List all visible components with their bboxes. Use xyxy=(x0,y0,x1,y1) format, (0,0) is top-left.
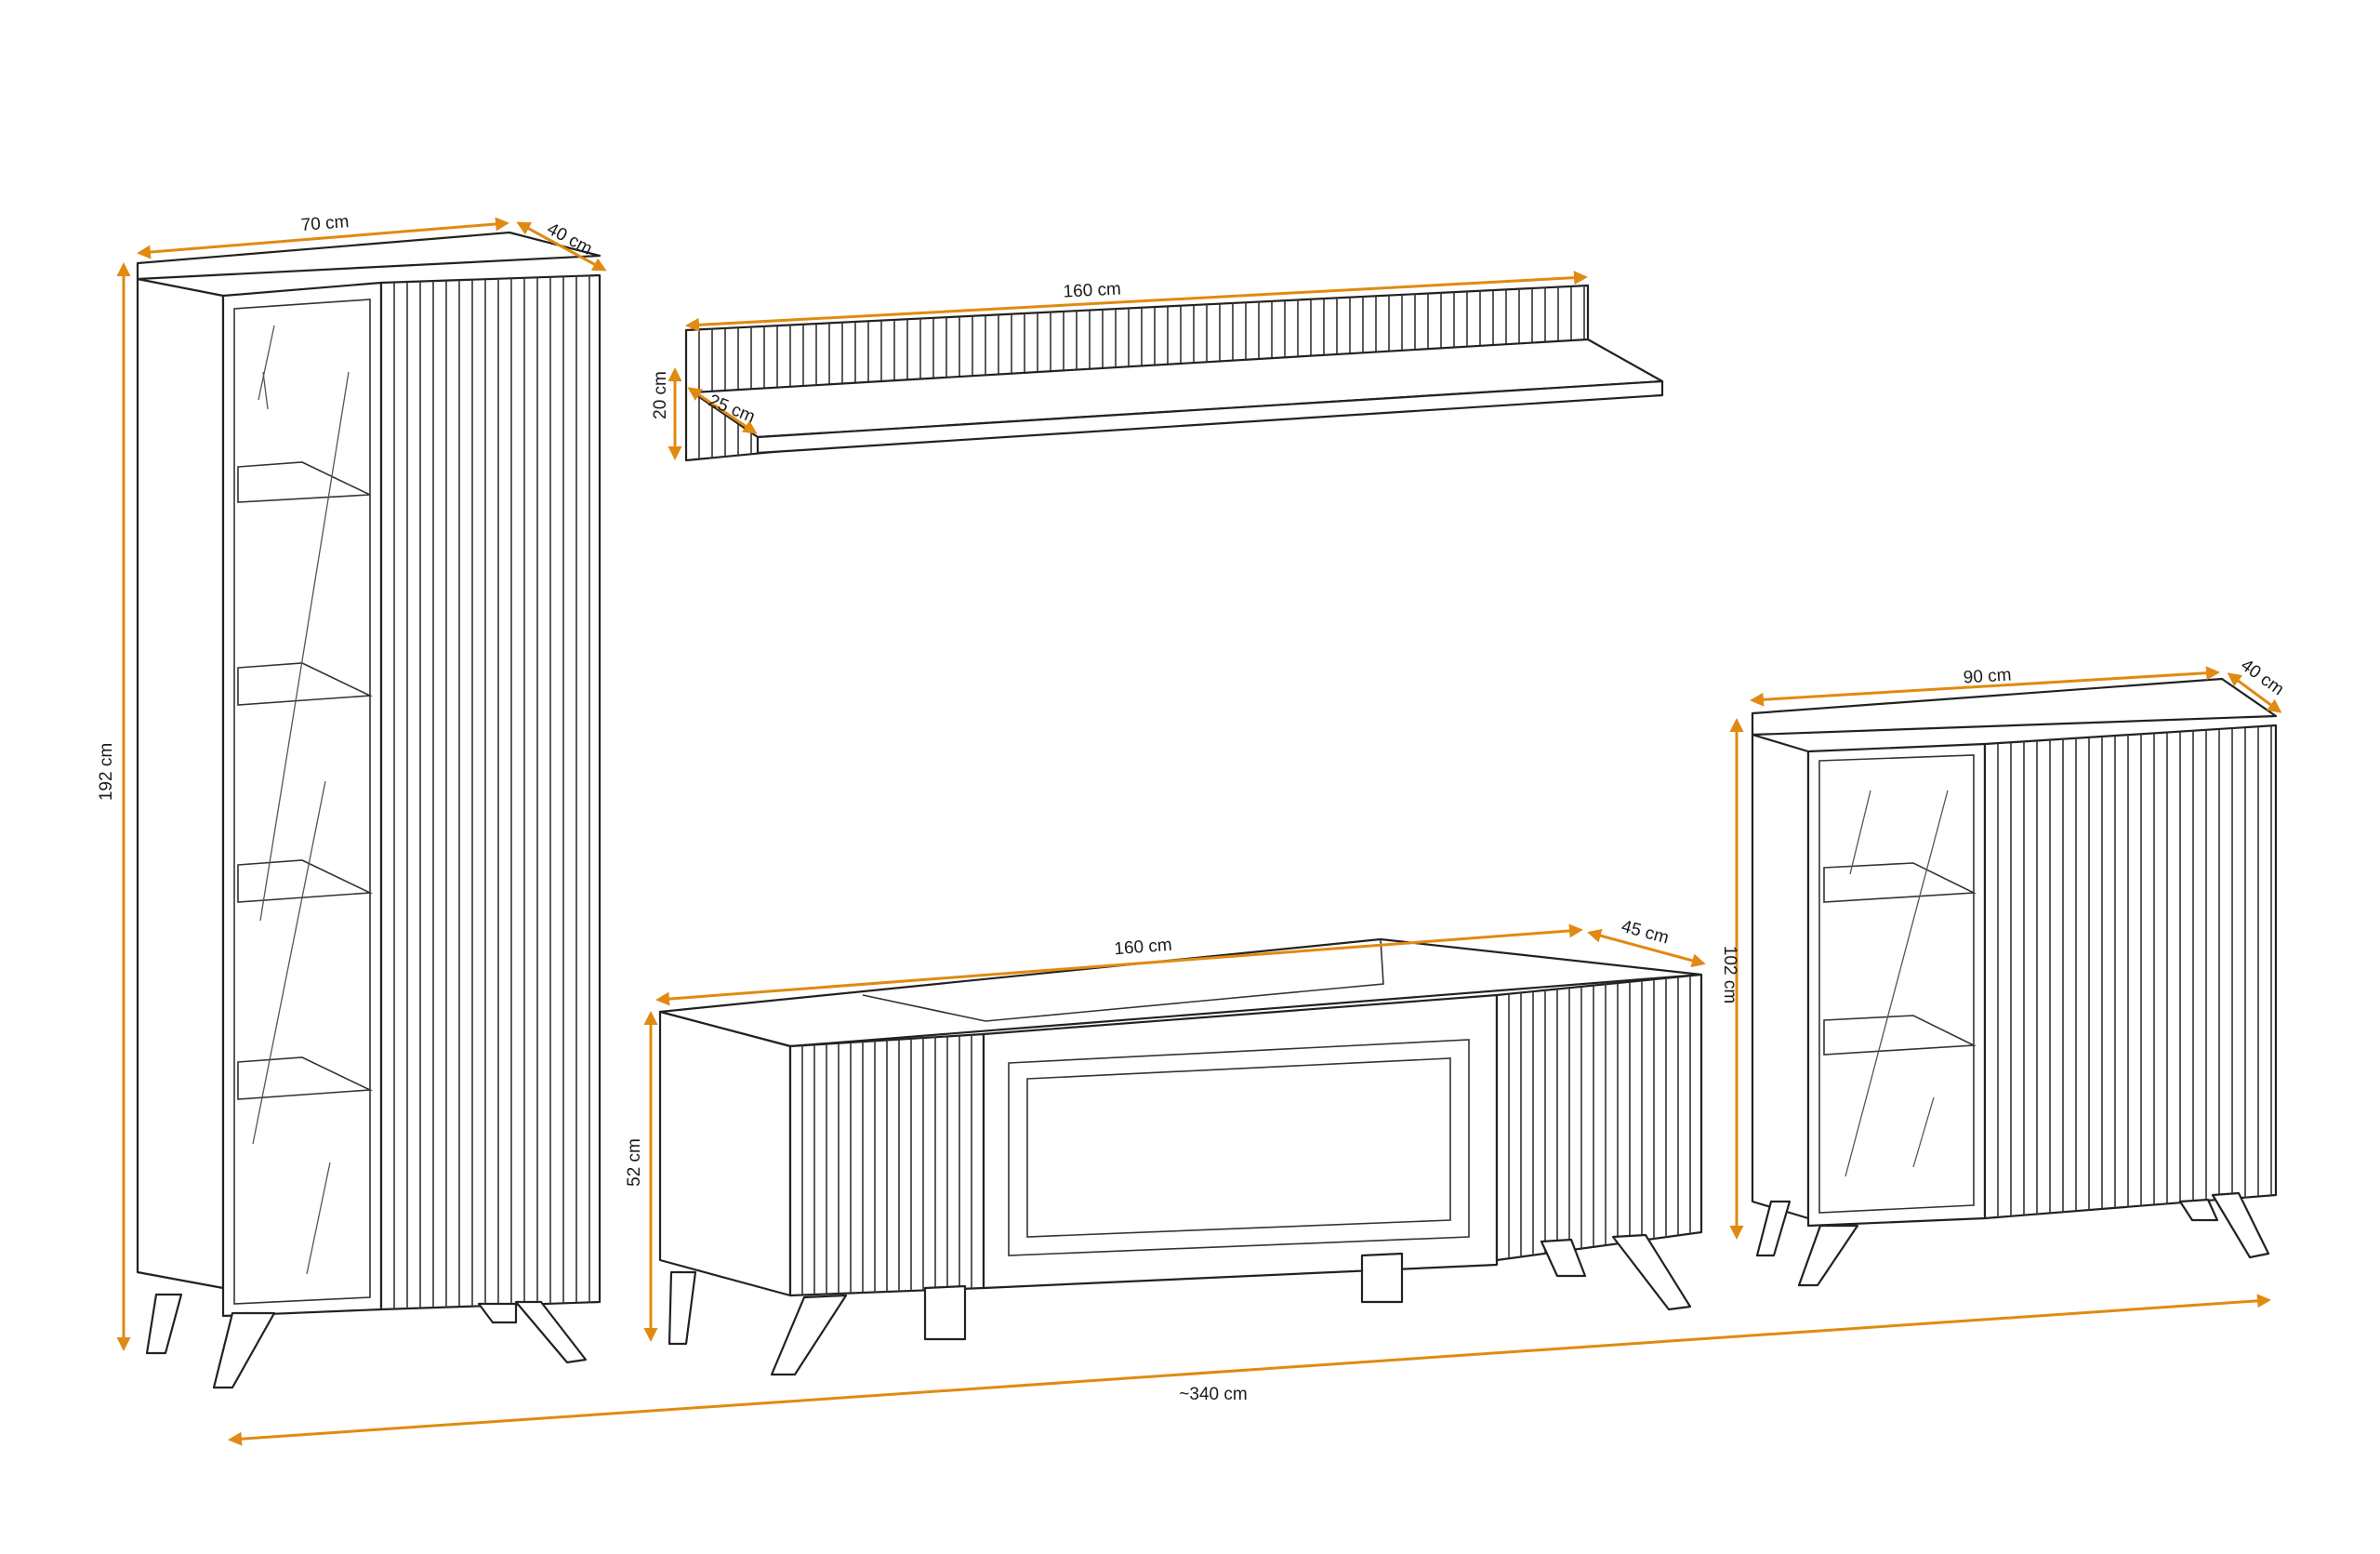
dim-shelf-width xyxy=(685,271,1588,332)
tv-stand-leg xyxy=(1360,1252,1404,1304)
tv-stand-leg xyxy=(1540,1238,1587,1278)
dim-tv-width xyxy=(655,923,1583,1006)
tv-stand xyxy=(658,937,1703,1376)
tall-cabinet xyxy=(136,231,602,1389)
label-tv-width: 160 cm xyxy=(1114,936,1173,960)
dim-tall-width xyxy=(137,217,509,259)
tall-cabinet-side xyxy=(136,277,225,1290)
tall-cabinet-glass-door xyxy=(221,281,383,1318)
wall-shelf xyxy=(684,284,1664,462)
side-cabinet-shelves xyxy=(1823,862,1977,1056)
label-tall-height: 192 cm xyxy=(97,743,116,801)
dim-tall-depth xyxy=(516,221,607,272)
wall-shelf-board-edge xyxy=(756,379,1664,455)
tv-stand-leg xyxy=(770,1294,848,1376)
tall-cabinet-fluted-door xyxy=(379,273,602,1311)
dim-tv-depth xyxy=(1587,928,1706,968)
tv-stand-fluted-door-right xyxy=(1495,973,1703,1262)
side-cabinet-leg xyxy=(2178,1198,2219,1222)
dimension-lines xyxy=(116,217,2282,1446)
tv-stand-glass-front xyxy=(982,993,1499,1290)
tv-stand-leg xyxy=(1611,1233,1692,1311)
dim-total-width xyxy=(228,1294,2271,1446)
label-tall-width: 70 cm xyxy=(300,212,350,235)
side-cabinet xyxy=(1751,677,2278,1287)
tall-cabinet-leg xyxy=(212,1311,276,1389)
tall-cabinet-leg xyxy=(477,1302,518,1324)
side-cabinet-leg xyxy=(1797,1224,1859,1287)
label-side-height: 102 cm xyxy=(1720,946,1739,1003)
dim-side-depth xyxy=(2227,672,2282,713)
side-cabinet-leg xyxy=(1755,1200,1792,1257)
label-side-depth: 40 cm xyxy=(2237,656,2287,699)
side-cabinet-side xyxy=(1751,733,1810,1220)
side-cabinet-top xyxy=(1751,677,2278,737)
label-side-width: 90 cm xyxy=(1963,665,2012,687)
side-cabinet-leg xyxy=(2211,1191,2270,1259)
tall-cabinet-leg xyxy=(514,1300,588,1364)
tall-cabinet-shelves xyxy=(237,461,374,1100)
label-total-width: ~340 cm xyxy=(1179,1385,1247,1404)
tall-cabinet-top xyxy=(136,231,602,281)
dim-side-width xyxy=(1750,666,2220,707)
dim-shelf-depth xyxy=(687,387,758,434)
tv-stand-leg xyxy=(668,1270,697,1346)
tv-stand-leg xyxy=(923,1284,967,1341)
label-tv-height: 52 cm xyxy=(625,1138,644,1187)
tall-cabinet-leg xyxy=(145,1293,183,1355)
side-cabinet-fluted-door xyxy=(1983,724,2278,1220)
tv-stand-side xyxy=(658,1010,792,1297)
label-shelf-height: 20 cm xyxy=(651,371,670,419)
label-shelf-width: 160 cm xyxy=(1063,279,1121,301)
